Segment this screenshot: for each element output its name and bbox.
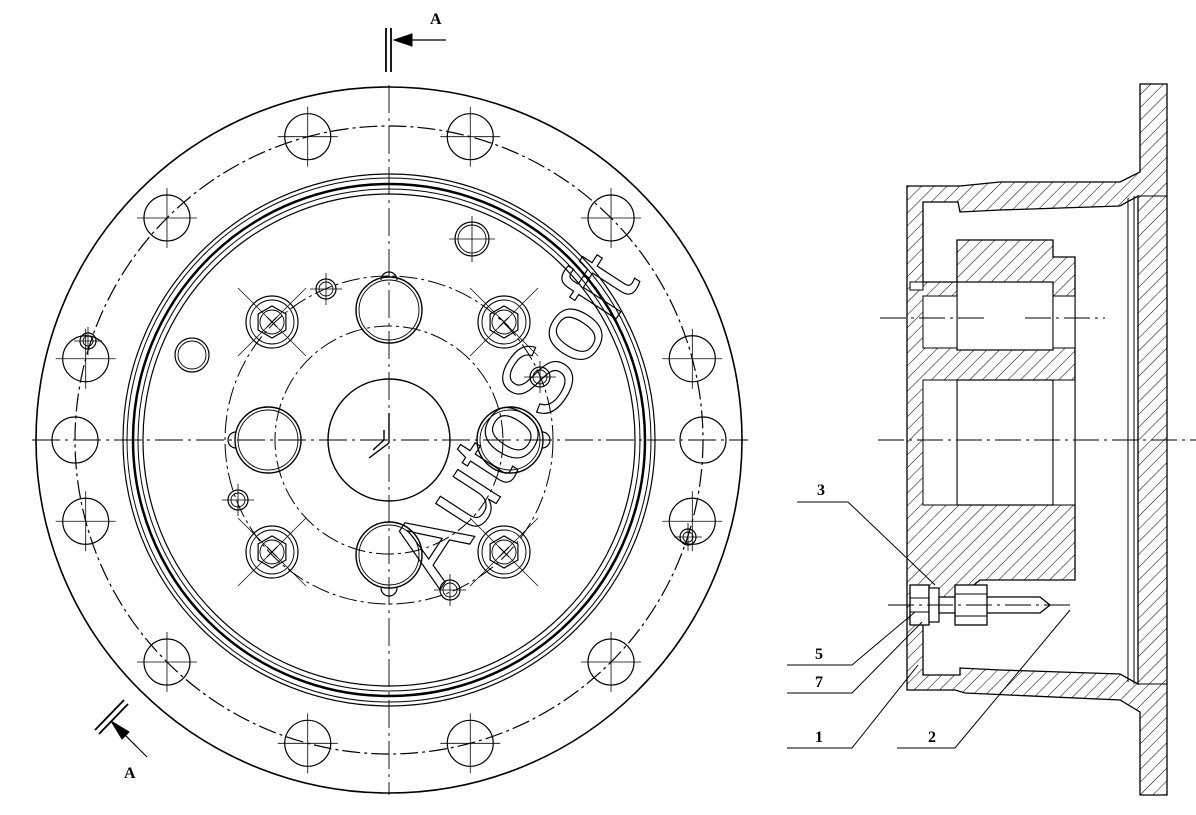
flange-hole: [662, 491, 723, 552]
flange-hole: [581, 632, 642, 693]
small-hole: [222, 484, 254, 516]
flange-hole: [55, 328, 116, 389]
small-hole: [434, 574, 466, 606]
flange-hole: [277, 106, 338, 167]
large-holes: [227, 271, 551, 597]
callout-3: 3: [817, 482, 825, 499]
section-view: [906, 83, 1168, 796]
flange-hole: [581, 187, 642, 248]
section-centerlines: [878, 317, 1196, 606]
flange-hole: [136, 187, 197, 248]
flange-hole: [679, 416, 727, 464]
small-hole: [310, 273, 342, 305]
section-marker-bottom: [94, 699, 148, 758]
callout-leaders: [787, 501, 1071, 749]
small-hole: [174, 337, 210, 373]
flange-hole: [662, 328, 723, 389]
front-view: [32, 85, 748, 795]
large-hole: [355, 276, 423, 344]
inner-pitch-circle-large: [224, 275, 554, 605]
large-hole: [355, 521, 423, 589]
callout-1: 1: [815, 729, 823, 746]
flange-hole: [440, 713, 501, 774]
flange-hole: [55, 491, 116, 552]
section-label-bottom: A: [124, 765, 136, 782]
flange-hole: [277, 713, 338, 774]
hex-bolts: [237, 287, 539, 587]
small-holes: [74, 216, 702, 606]
callout-5: 5: [815, 646, 823, 663]
hex-bolt: [469, 287, 539, 357]
section-marker-top: [385, 28, 446, 72]
small-hole: [449, 216, 495, 262]
small-hole: [674, 523, 702, 551]
small-hole: [524, 361, 556, 393]
callout-7: 7: [815, 674, 823, 691]
flange-hole: [136, 632, 197, 693]
hex-bolt: [469, 517, 539, 587]
hex-bolt: [237, 287, 307, 357]
flange-hole: [440, 106, 501, 167]
callout-2: 2: [928, 729, 936, 746]
large-hole: [476, 406, 544, 474]
flange-hole: [51, 416, 99, 464]
flange-holes: [51, 106, 727, 774]
hex-bolt: [237, 517, 307, 587]
large-hole: [234, 406, 302, 474]
section-label-top: A: [430, 11, 442, 28]
watermark: AutoSoft: [368, 234, 658, 601]
small-hole: [74, 327, 102, 355]
